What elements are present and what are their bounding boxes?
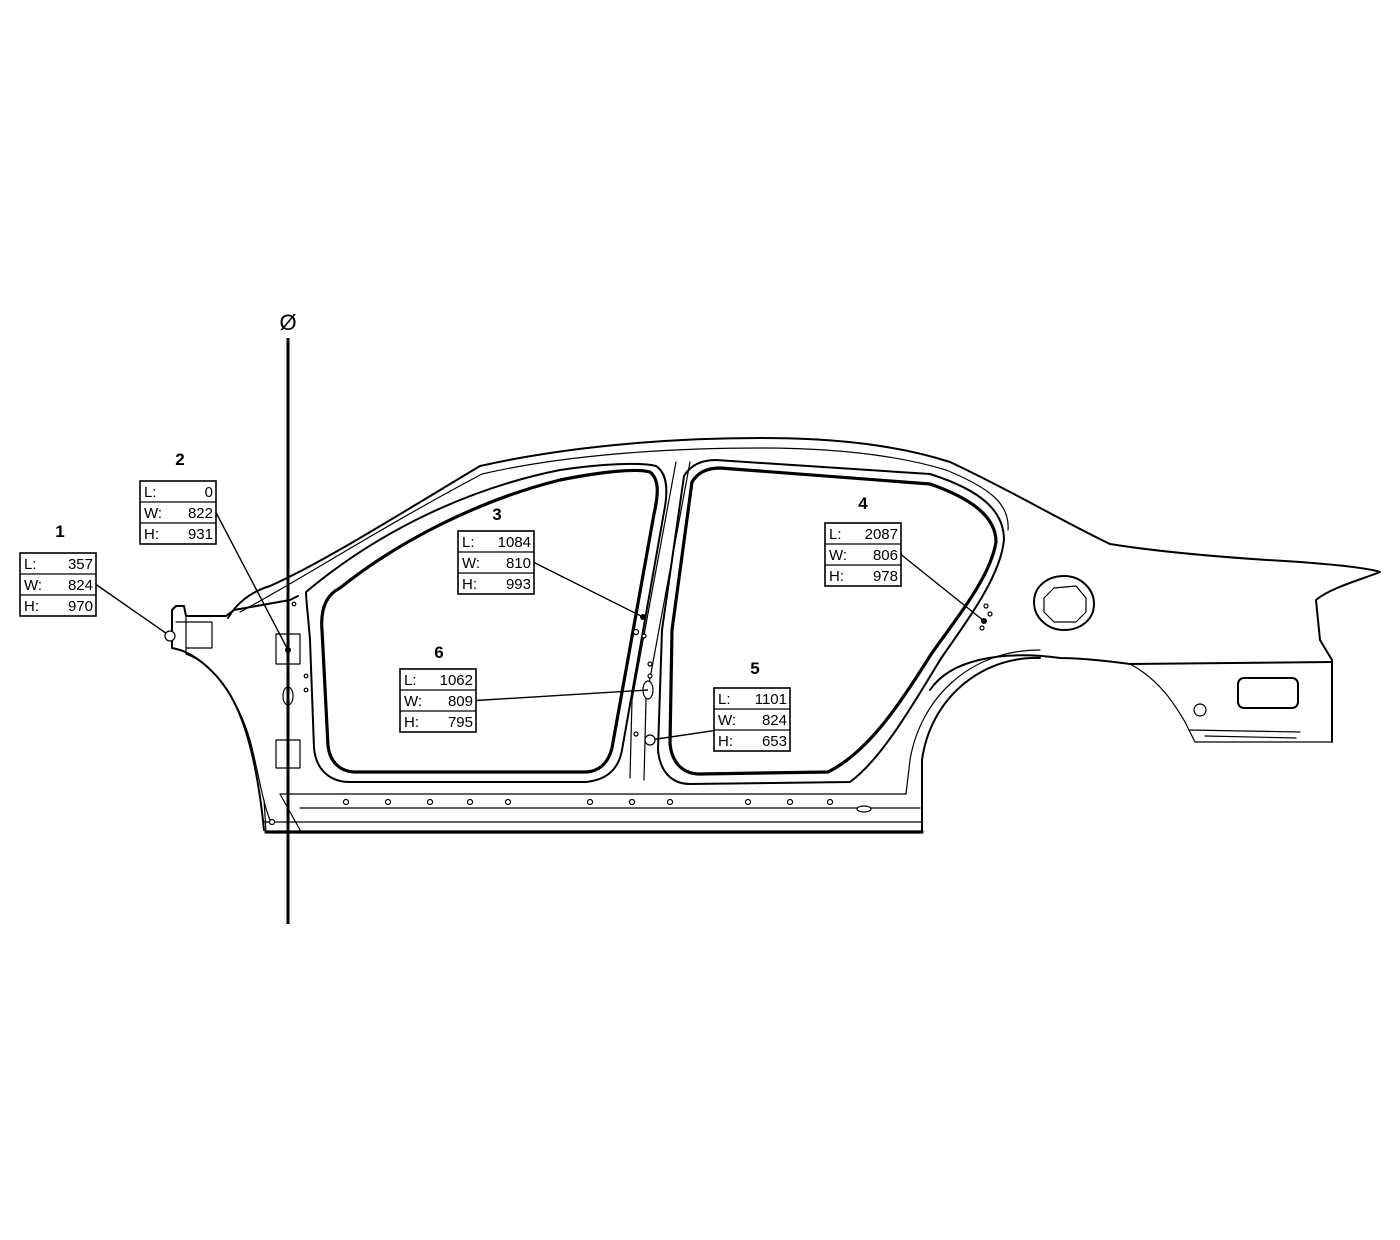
coordinate-value: 1084 [498,534,531,551]
rear-quarter-lower [929,654,1333,691]
coordinate-value: 1062 [440,672,473,689]
measurement-callouts: 1L:357W:824H:9702L:0W:822H:9313L:1084W:8… [19,450,987,752]
leader-line [95,583,171,637]
target-point-marker [981,618,987,624]
coordinate-label: L: [24,556,37,573]
coordinate-value: 0 [205,484,213,501]
body-outer-contour [227,437,1381,743]
coordinate-label: L: [829,526,842,543]
callout-number: 1 [55,522,64,541]
coordinate-box [19,552,97,617]
coordinate-value: 806 [873,547,898,564]
coordinate-value: 824 [68,577,93,594]
fender-bracket [175,621,213,649]
leader-line [475,689,649,702]
coordinate-value: 653 [762,733,787,750]
coordinate-value: 809 [448,693,473,710]
coordinate-label: L: [718,691,731,708]
front-hinge-inner [185,615,271,821]
front-door-opening-inner [320,468,659,774]
coordinate-label: L: [144,484,157,501]
target-hole-marker [644,734,656,746]
coordinate-value: 824 [762,712,787,729]
tail-lamp-pocket [1237,677,1299,709]
coordinate-value: 810 [506,555,531,572]
coordinate-label: H: [144,526,159,543]
rear-hole [1193,703,1207,717]
rocker-slot [856,805,872,813]
b-pillar [629,461,691,781]
coordinate-box [824,522,902,587]
rear-wheel-arch-inner [905,649,1041,795]
rear-lower-step [1189,729,1301,739]
coordinate-label: W: [462,555,480,572]
leader-line [900,553,985,622]
coordinate-label: L: [404,672,417,689]
coordinate-box [399,668,477,733]
coordinate-value: 931 [188,526,213,543]
coordinate-label: H: [462,576,477,593]
coordinate-label: L: [462,534,475,551]
rocker-panel-top [263,793,923,823]
coordinate-label: W: [829,547,847,564]
target-hole-marker [164,630,176,642]
coordinate-label: H: [718,733,733,750]
target-point-marker [285,647,291,653]
coordinate-box [457,530,535,595]
coordinate-value: 993 [506,576,531,593]
coordinate-box [713,687,791,752]
callout-number: 6 [434,643,443,662]
callout-number: 4 [858,494,868,513]
roof-inner-line [239,447,1009,613]
coordinate-label: H: [404,714,419,731]
coordinate-box [139,480,217,545]
callout-number: 5 [750,659,759,678]
coordinate-value: 357 [68,556,93,573]
fuel-door-inner [1043,585,1087,623]
rocker-front-end [263,793,301,833]
coordinate-label: W: [718,712,736,729]
coordinate-value: 2087 [865,526,898,543]
car-body-side-panel [171,437,1381,834]
coordinate-label: W: [404,693,422,710]
datum-symbol: Ø [279,310,296,335]
coordinate-label: W: [24,577,42,594]
rear-door-opening-inner [668,466,998,776]
rear-bumper-area [1129,663,1333,743]
coordinate-value: 822 [188,505,213,522]
coordinate-value: 970 [68,598,93,615]
leader-line [215,512,289,651]
leader-line [533,561,644,618]
rocker-holes [268,601,993,826]
coordinate-label: W: [144,505,162,522]
zero-datum: Ø [279,310,297,924]
coordinate-value: 978 [873,568,898,585]
callout-number: 3 [492,505,501,524]
front-hinge-pillar [171,595,299,831]
coordinate-label: H: [24,598,39,615]
rear-wheel-arch [921,656,1041,833]
target-point-marker [640,614,646,620]
coordinate-value: 1101 [755,691,787,708]
front-door-opening-outer [305,462,668,783]
coordinate-label: H: [829,568,844,585]
coordinate-value: 795 [448,714,473,731]
rear-door-opening-outer [657,459,1005,785]
callout-number: 2 [175,450,184,469]
fuel-door [1033,575,1095,631]
